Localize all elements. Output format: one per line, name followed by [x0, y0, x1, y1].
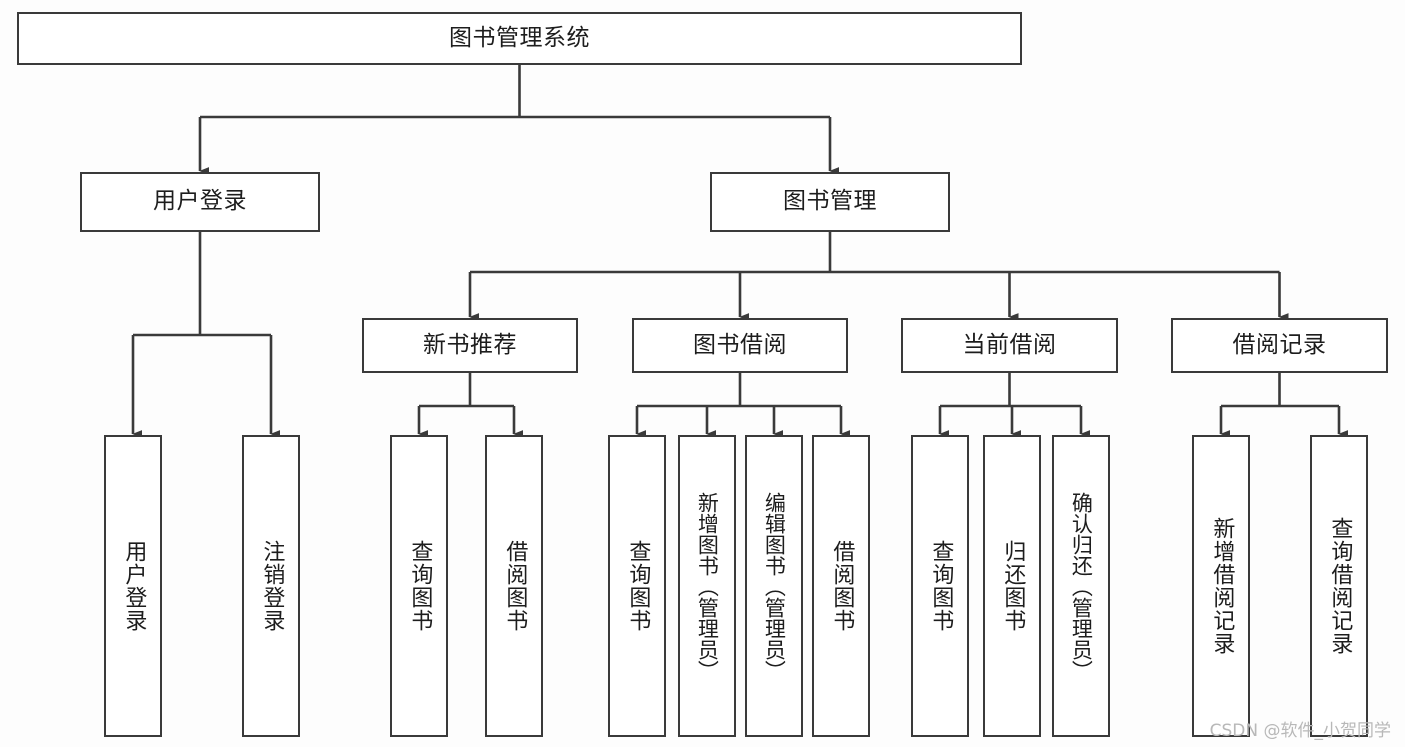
- node-leaf_edit_book[interactable]: 编辑图书（管理员）: [745, 435, 803, 737]
- node-borrow_record[interactable]: 借阅记录: [1171, 318, 1388, 373]
- node-leaf_borrow_b1[interactable]: 借阅图书: [485, 435, 543, 737]
- node-label-leaf_return: 归还图书: [1000, 540, 1026, 632]
- node-label-leaf_edit_book: 编辑图书（管理员）: [762, 491, 787, 681]
- node-leaf_add_book[interactable]: 新增图书（管理员）: [678, 435, 736, 737]
- node-label-leaf_confirm: 确认归还（管理员）: [1069, 491, 1094, 681]
- node-leaf_confirm[interactable]: 确认归还（管理员）: [1052, 435, 1110, 737]
- node-current_borrow[interactable]: 当前借阅: [901, 318, 1118, 373]
- node-user_login[interactable]: 用户登录: [80, 172, 320, 232]
- node-leaf_query_b2[interactable]: 查询图书: [608, 435, 666, 737]
- node-leaf_logout[interactable]: 注销登录: [242, 435, 300, 737]
- node-new_book_rec[interactable]: 新书推荐: [362, 318, 578, 373]
- node-leaf_return[interactable]: 归还图书: [983, 435, 1041, 737]
- node-book_borrow[interactable]: 图书借阅: [632, 318, 848, 373]
- node-leaf_query_b1[interactable]: 查询图书: [390, 435, 448, 737]
- node-leaf_query_rec[interactable]: 查询借阅记录: [1310, 435, 1368, 737]
- watermark-text: CSDN @软件_小贺同学: [1209, 721, 1391, 741]
- node-label-borrow_record: 借阅记录: [1232, 331, 1327, 358]
- node-label-leaf_borrow_b2: 借阅图书: [829, 540, 855, 632]
- node-label-leaf_query_rec: 查询借阅记录: [1327, 517, 1353, 655]
- node-leaf_user_login[interactable]: 用户登录: [104, 435, 162, 737]
- node-label-leaf_query_b1: 查询图书: [407, 540, 433, 632]
- node-leaf_query_b3[interactable]: 查询图书: [911, 435, 969, 737]
- node-label-leaf_logout: 注销登录: [259, 540, 285, 632]
- connector-group: [131, 65, 1349, 438]
- node-label-book_borrow: 图书借阅: [693, 331, 787, 358]
- node-label-user_login: 用户登录: [153, 188, 247, 215]
- node-label-new_book_rec: 新书推荐: [423, 331, 517, 358]
- node-leaf_borrow_b2[interactable]: 借阅图书: [812, 435, 870, 737]
- node-label-leaf_add_book: 新增图书（管理员）: [695, 491, 720, 681]
- node-book_manage[interactable]: 图书管理: [710, 172, 950, 232]
- node-label-leaf_borrow_b1: 借阅图书: [502, 540, 528, 632]
- node-leaf_add_rec[interactable]: 新增借阅记录: [1192, 435, 1250, 737]
- node-label-root: 图书管理系统: [449, 24, 590, 51]
- node-label-book_manage: 图书管理: [783, 188, 877, 215]
- node-label-leaf_user_login: 用户登录: [121, 540, 147, 632]
- node-label-leaf_query_b3: 查询图书: [928, 540, 954, 632]
- node-label-leaf_query_b2: 查询图书: [625, 540, 651, 632]
- node-root[interactable]: 图书管理系统: [17, 12, 1022, 65]
- node-label-leaf_add_rec: 新增借阅记录: [1209, 517, 1235, 655]
- node-label-current_borrow: 当前借阅: [962, 331, 1057, 358]
